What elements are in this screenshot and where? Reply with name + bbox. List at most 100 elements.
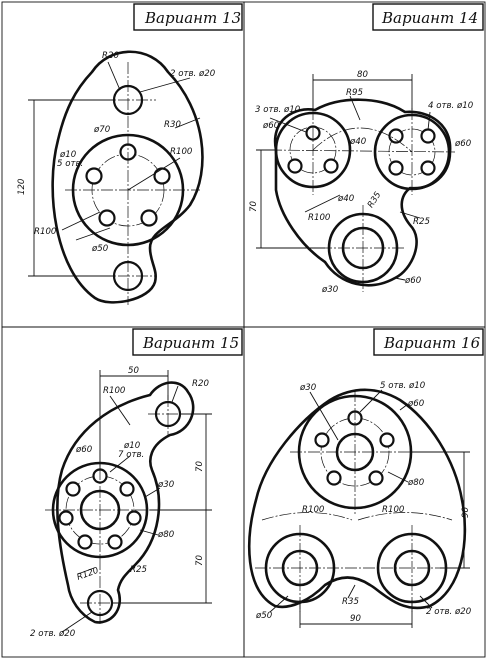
part-13-r30: R30	[164, 120, 181, 130]
part-15-holes-large: 2 отв. ø20	[30, 629, 76, 639]
part-14-right-hole	[388, 128, 404, 144]
part-14-leader	[349, 95, 361, 121]
part-15-small-hole	[77, 534, 93, 550]
part-15-d80: ø80	[157, 530, 175, 540]
part-14-leader	[304, 194, 341, 213]
part-14-leader	[427, 111, 431, 131]
part-14-holes-left: 3 отв. ø10	[255, 105, 301, 115]
variant-16: Вариант 16 90 90	[248, 328, 484, 628]
part-13-small-hole	[85, 167, 103, 185]
part-15-small-hole	[65, 481, 81, 497]
part-14-dim-80: 80	[357, 70, 368, 80]
part-15-r20: R20	[192, 379, 209, 389]
part-15-dim-70-top: 70	[195, 461, 205, 472]
part-16-d50: ø50	[255, 611, 273, 621]
part-13-dim-120: 120	[17, 178, 27, 195]
variant-15-title-box	[132, 328, 243, 356]
part-15-small-hole	[58, 510, 74, 526]
part-16-leader	[399, 403, 409, 411]
part-13-r100-inner: R100	[170, 147, 193, 157]
variant-13-title-box	[133, 3, 243, 31]
part-14-dim-70: 70	[249, 201, 259, 212]
part-14-left-pitch	[289, 126, 337, 174]
part-14-right-hole	[420, 128, 436, 144]
part-14-left-hole	[323, 158, 339, 174]
part-15-r120: R120	[76, 566, 101, 583]
part-15-r100: R100	[103, 386, 126, 396]
part-16-d80: ø80	[407, 478, 425, 488]
part-16-leader	[269, 595, 289, 613]
part-14-holes-right: 4 отв. ø10	[428, 101, 474, 111]
part-15-d10: ø10	[123, 441, 141, 451]
part-15-leader	[109, 395, 131, 426]
part-15-d60: ø60	[75, 445, 93, 455]
part-16-d30: ø30	[299, 383, 317, 393]
part-14-leader	[394, 277, 406, 281]
part-15-small-hole	[126, 510, 142, 526]
part-15-leader	[144, 487, 161, 498]
part-16-r35: R35	[342, 597, 359, 607]
variant-16-title: Вариант 16	[383, 334, 481, 352]
part-14-leader	[399, 211, 421, 219]
part-16-r100-right: R100	[382, 505, 405, 515]
part-13-leader	[127, 157, 181, 191]
part-16-r100-right-arc	[357, 512, 453, 521]
part-16-dim-90-vertical: 90	[461, 507, 471, 518]
part-13-leader	[139, 77, 191, 93]
part-14-left-hole	[287, 158, 303, 174]
part-15-leader	[77, 567, 95, 575]
part-16-holes-large: 2 отв. ø20	[426, 607, 472, 617]
part-14-right-hole	[420, 160, 436, 176]
part-14-r95: R95	[346, 88, 363, 98]
part-15-leader	[109, 455, 131, 473]
part-14-outline	[273, 98, 452, 287]
part-13-small-hole	[98, 209, 116, 227]
part-16-dim-90-horizontal: 90	[350, 614, 361, 624]
part-16-outline	[248, 388, 467, 610]
part-14-right-hole	[388, 160, 404, 176]
part-16-leader	[347, 584, 356, 599]
part-15-d30: ø30	[157, 480, 175, 490]
part-14-r25: R25	[413, 217, 430, 227]
variant-13-title: Вариант 13	[144, 9, 241, 27]
variant-14-title: Вариант 14	[381, 9, 478, 27]
part-13-leader	[61, 211, 101, 231]
part-14-horizontal-axis	[269, 149, 456, 153]
part-13-d10: ø10	[59, 150, 77, 160]
part-14-d60-bottom: ø60	[404, 276, 422, 286]
variant-16-title-box	[373, 328, 484, 356]
part-15-r25: R25	[130, 565, 147, 575]
part-16-small-hole	[314, 432, 330, 448]
variant-14: Вариант 14 80 70	[249, 3, 484, 295]
part-16-leader	[387, 471, 409, 483]
part-14-d40-top: ø40	[349, 137, 367, 147]
part-16-r100-left-arc	[261, 512, 353, 521]
part-14-d60-left: ø60	[262, 121, 280, 131]
part-16-small-hole	[379, 432, 395, 448]
part-15-small-hole	[107, 534, 123, 550]
part-14-d30: ø30	[321, 285, 339, 295]
part-15-dim-70-bottom: 70	[195, 555, 205, 566]
part-16-leader	[309, 391, 339, 441]
part-15-leader	[171, 385, 179, 403]
part-16-r100-left: R100	[302, 505, 325, 515]
part-16-leader	[419, 595, 433, 609]
part-14-d40-bottom: ø40	[337, 194, 355, 204]
part-13-holes-large: 2 отв. ø20	[170, 69, 216, 79]
part-15-leader	[61, 611, 93, 633]
variant-15-title: Вариант 15	[142, 334, 239, 352]
part-16-holes-small: 5 отв. ø10	[380, 381, 426, 391]
part-15-leader	[139, 529, 159, 536]
part-14-r95-arc	[312, 127, 413, 153]
part-13-r20: R20	[102, 51, 119, 61]
panel-16-frame	[243, 326, 486, 658]
part-13-d70: ø70	[93, 125, 111, 135]
part-16-small-hole	[368, 470, 384, 486]
part-13-leader	[107, 61, 121, 91]
part-13-leader	[174, 117, 201, 129]
part-16-d60: ø60	[407, 399, 425, 409]
part-13-d50: ø50	[91, 244, 109, 254]
part-13-r100-outer: R100	[34, 227, 57, 237]
